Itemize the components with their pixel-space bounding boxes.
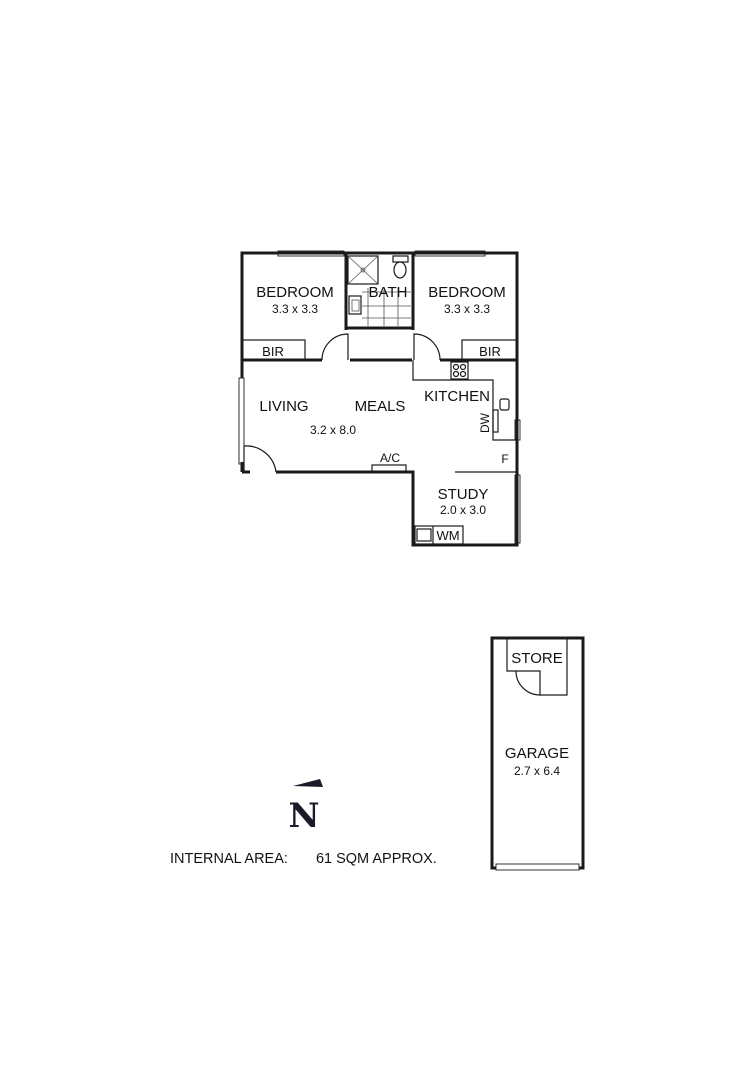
- dw-label: DW: [478, 412, 492, 433]
- internal-area-note: INTERNAL AREA: 61 SQM APPROX.: [170, 851, 437, 867]
- living-label: LIVING: [259, 398, 308, 415]
- study-size: 2.0 x 3.0: [440, 503, 486, 517]
- cooktop-icon: [450, 361, 469, 380]
- study-label: STUDY: [438, 486, 489, 503]
- bedroom-right-door: [413, 333, 441, 361]
- store-door: [515, 670, 541, 696]
- internal-area-value: 61 SQM APPROX.: [315, 851, 437, 867]
- bath-label: BATH: [369, 284, 408, 301]
- bedroom-left-label: BEDROOM: [256, 284, 334, 301]
- ac-label: A/C: [380, 451, 400, 465]
- shower: [347, 255, 379, 285]
- bir-right-label: BIR: [479, 344, 501, 359]
- dishwasher-box: [492, 409, 499, 433]
- internal-area-label: INTERNAL AREA:: [170, 851, 288, 867]
- garage-door: [495, 863, 580, 871]
- wm-box: [414, 525, 464, 545]
- living-meals-size: 3.2 x 8.0: [310, 423, 356, 437]
- ac-unit: [371, 464, 407, 473]
- wm-label: WM: [436, 528, 459, 543]
- main-unit: [238, 250, 521, 547]
- kitchen-bench: [412, 360, 517, 441]
- bedroom-left-door: [321, 333, 349, 361]
- fridge-label: F: [501, 452, 508, 466]
- bath-tiles: [362, 288, 411, 326]
- meals-label: MEALS: [355, 398, 406, 415]
- bedroom-right-label: BEDROOM: [428, 284, 506, 301]
- bir-right-box: [461, 339, 518, 361]
- bedroom-right-size: 3.3 x 3.3: [444, 302, 490, 316]
- garage-size: 2.7 x 6.4: [514, 764, 560, 778]
- north-label: N: [288, 796, 319, 836]
- vanity: [348, 295, 362, 315]
- kitchen-label: KITCHEN: [424, 388, 490, 405]
- store-partition: [506, 638, 568, 696]
- bir-left-box: [241, 339, 306, 361]
- bir-left-label: BIR: [262, 344, 284, 359]
- north-arrow-icon: [293, 779, 323, 787]
- bedroom-left-size: 3.3 x 3.3: [272, 302, 318, 316]
- exterior-wall: [240, 251, 519, 547]
- sink-icon: [499, 398, 510, 411]
- toilet-cistern: [392, 255, 409, 263]
- garage-label: GARAGE: [505, 745, 569, 762]
- front-door: [243, 445, 277, 473]
- toilet-icon: [393, 261, 407, 279]
- garage: [490, 636, 585, 871]
- store-label: STORE: [511, 650, 562, 667]
